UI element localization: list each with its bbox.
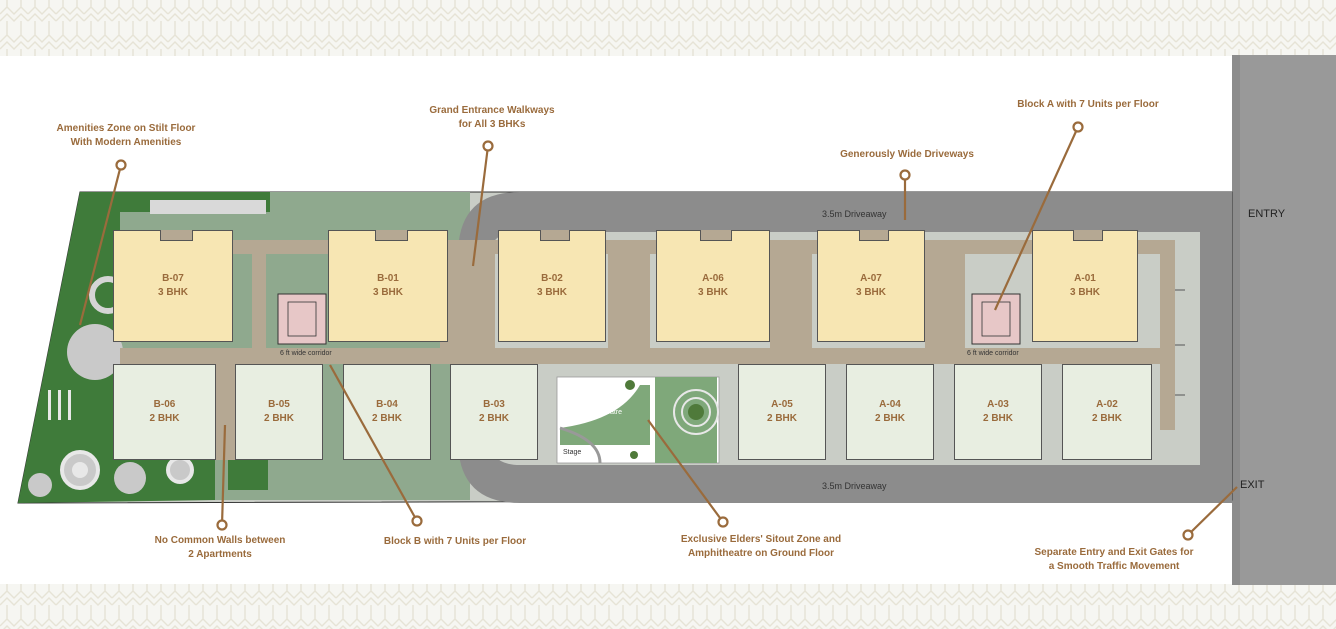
unit-code: A-02 [1096, 399, 1118, 410]
callout-amenities-line1: Amenities Zone on Stilt Floor [56, 123, 196, 134]
stair-core-a [971, 293, 1021, 345]
callout-block-b-line1: Block B with 7 Units per Floor [383, 536, 527, 547]
unit-entrance-notch [1073, 230, 1103, 241]
unit-code: B-05 [268, 399, 290, 410]
unit-type: 2 BHK [263, 413, 294, 424]
unit-type: 3 BHK [157, 287, 188, 298]
callout-driveways: Generously Wide Driveways [822, 148, 992, 162]
exit-label: EXIT [1240, 479, 1265, 491]
unit-3bhk-b-07: B-07 3 BHK [113, 230, 233, 342]
callout-elders-line2: Amphitheatre on Ground Floor [687, 548, 835, 559]
callout-gates: Separate Entry and Exit Gates for a Smoo… [1024, 546, 1204, 574]
parking-strip [150, 200, 266, 214]
unit-2bhk-b-06: B-06 2 BHK [113, 364, 216, 460]
unit-code: A-01 [1074, 273, 1096, 284]
callout-gates-line2: a Smooth Traffic Movement [1048, 561, 1180, 572]
unit-code: B-02 [541, 273, 563, 284]
callout-common-walls-line1: No Common Walls between [154, 535, 286, 546]
pattern-band-top [0, 0, 1336, 56]
amenity-circle [67, 324, 123, 380]
driveway-top-label: 3.5m Driveaway [822, 209, 887, 219]
amphitheatre-label: Mini Amphitheatre [566, 409, 623, 416]
unit-type: 3 BHK [697, 287, 728, 298]
callout-gates-line1: Separate Entry and Exit Gates for [1034, 547, 1194, 558]
callout-common-walls-line2: 2 Apartments [188, 549, 252, 560]
unit-type: 2 BHK [982, 413, 1013, 424]
unit-type: 2 BHK [478, 413, 509, 424]
unit-type: 3 BHK [855, 287, 886, 298]
unit-3bhk-a-06: A-06 3 BHK [656, 230, 770, 342]
stair-core-b [277, 293, 327, 345]
stage-label: Stage [563, 449, 582, 456]
unit-code: B-03 [483, 399, 505, 410]
entry-label: ENTRY [1248, 208, 1286, 220]
callout-driveways-line1: Generously Wide Driveways [840, 149, 974, 160]
unit-entrance-notch [375, 230, 408, 241]
driveway-bottom-label: 3.5m Driveaway [822, 481, 887, 491]
unit-entrance-notch [540, 230, 570, 241]
unit-entrance-notch [160, 230, 193, 241]
unit-entrance-notch [700, 230, 732, 241]
unit-3bhk-a-01: A-01 3 BHK [1032, 230, 1138, 342]
callout-walkways-line1: Grand Entrance Walkways [429, 105, 555, 116]
unit-type: 2 BHK [1091, 413, 1122, 424]
callout-walkways: Grand Entrance Walkways for All 3 BHKs [414, 104, 570, 132]
unit-3bhk-b-01: B-01 3 BHK [328, 230, 448, 342]
main-corridor [120, 348, 1175, 364]
callout-amenities: Amenities Zone on Stilt Floor With Moder… [48, 122, 204, 150]
unit-code: A-06 [702, 273, 724, 284]
unit-2bhk-a-04: A-04 2 BHK [846, 364, 934, 460]
unit-2bhk-b-04: B-04 2 BHK [343, 364, 431, 460]
unit-type: 3 BHK [372, 287, 403, 298]
callout-elders: Exclusive Elders' Sitout Zone and Amphit… [668, 533, 854, 561]
unit-code: B-01 [377, 273, 399, 284]
callout-block-a-line1: Block A with 7 Units per Floor [1017, 99, 1159, 110]
callout-walkways-line2: for All 3 BHKs [458, 119, 526, 130]
callout-block-a: Block A with 7 Units per Floor [1000, 98, 1176, 112]
unit-type: 2 BHK [874, 413, 905, 424]
unit-type: 2 BHK [371, 413, 402, 424]
unit-code: A-03 [987, 399, 1009, 410]
unit-2bhk-a-02: A-02 2 BHK [1062, 364, 1152, 460]
unit-2bhk-a-03: A-03 2 BHK [954, 364, 1042, 460]
unit-type: 3 BHK [1069, 287, 1100, 298]
unit-code: A-04 [879, 399, 901, 410]
pattern-band-bottom [0, 584, 1336, 629]
callout-amenities-line2: With Modern Amenities [70, 137, 182, 148]
unit-code: A-07 [860, 273, 882, 284]
unit-2bhk-b-03: B-03 2 BHK [450, 364, 538, 460]
unit-2bhk-a-05: A-05 2 BHK [738, 364, 826, 460]
corridor-left-label: 6 ft wide corridor [280, 350, 332, 357]
callout-common-walls: No Common Walls between 2 Apartments [140, 534, 300, 562]
callout-elders-line1: Exclusive Elders' Sitout Zone and [680, 534, 842, 545]
unit-code: B-04 [376, 399, 398, 410]
unit-3bhk-a-07: A-07 3 BHK [817, 230, 925, 342]
unit-code: B-07 [162, 273, 184, 284]
unit-code: A-05 [771, 399, 793, 410]
corridor-right-label: 6 ft wide corridor [967, 350, 1019, 357]
unit-type: 3 BHK [536, 287, 567, 298]
unit-2bhk-b-05: B-05 2 BHK [235, 364, 323, 460]
unit-code: B-06 [153, 399, 176, 410]
unit-type: 2 BHK [149, 413, 180, 424]
unit-entrance-notch [859, 230, 889, 241]
unit-3bhk-b-02: B-02 3 BHK [498, 230, 606, 342]
unit-type: 2 BHK [766, 413, 797, 424]
callout-block-b: Block B with 7 Units per Floor [370, 535, 540, 549]
